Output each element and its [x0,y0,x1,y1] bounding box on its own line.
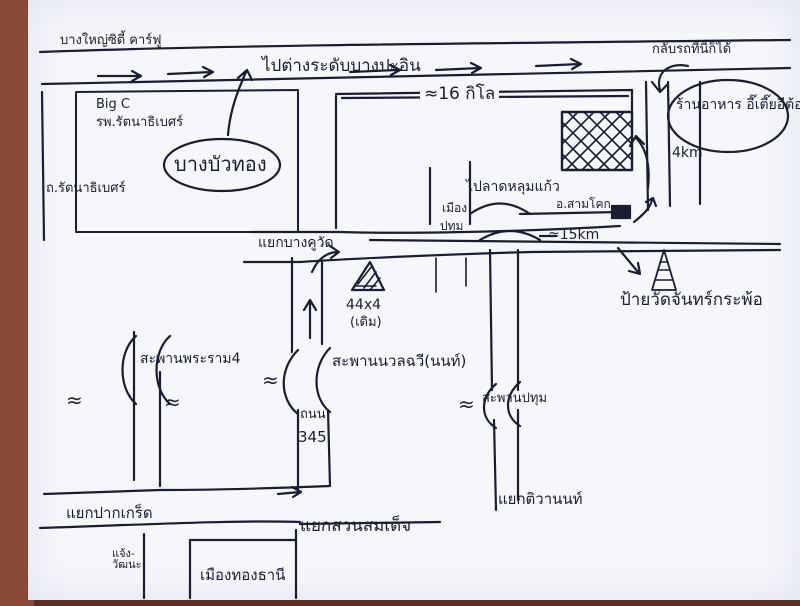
paper-sheet [28,0,800,600]
suan-somdet-underline [298,520,442,526]
label-road-345: 345 [298,428,327,446]
road-345-lower-right [326,408,332,488]
label-u-turn: กลับรถที่นี่ก็ได้ [652,42,732,57]
bang-khu-wat-road-upper [250,224,622,234]
right-road-1 [644,80,650,212]
label-chaeng-wattana: แจ้ง-วัฒนะ [112,547,142,571]
hospital-exit-arrow [226,68,254,137]
nuanchan-bridge-curve-left [282,348,300,416]
label-44x4-note: (เดิม) [350,315,382,330]
nuanchan-bridge-curve-right [315,346,332,414]
label-road: ถนน [300,407,326,422]
pak-kret-road-upper [42,484,332,496]
label-wave: ≈ [66,388,83,412]
pathum-bridge-curve-right [506,380,522,428]
restaurant-oval [666,78,790,154]
label-nuanchan-bridge: สะพานนวลฉวี(นนท์) [332,352,467,370]
sam-khok-road [518,210,622,216]
bang-khu-wat-road-lower [242,248,782,264]
rama4-bridge-curve-right [155,334,172,406]
turn-arrow-bang-khu-wat [310,244,341,274]
bang-bua-thong-oval [162,137,282,193]
label-bang-pa-in: ไปต่างระดับบางปะอิน [262,56,421,76]
label-pathum: ปทุม [440,219,464,233]
rama4-bridge-curve-left [121,334,138,406]
label-wat-sign: ป้ายวัดจันทร์กระพ้อ [620,290,763,310]
right-road-2 [666,80,672,208]
label-wave-left: ≈ [164,390,181,414]
top-highway-lower [40,66,792,86]
label-lat-lum-kaeo: ไปลาดหลุมแก้ว [466,179,560,195]
direction-arrow-5 [534,57,583,71]
direction-arrow-1 [96,69,143,83]
label-4km: 4km [672,145,703,161]
direction-arrow-2 [166,65,215,79]
label-44x4: 44x4 [346,297,382,313]
pak-kret-road-lower [38,520,302,530]
label-pathum-bridge: สะพานปทุม [482,391,548,406]
triangle-hatch [355,265,381,291]
label-mueang: เมือง [442,201,468,215]
arrow-to-destination [628,134,650,190]
pak-kret-arrow [276,485,303,499]
label-sam-khok: อ.สามโคก [556,197,611,211]
u-turn-arrow [650,64,690,94]
direction-arrow-3 [348,63,402,77]
bridge-curve [478,230,542,242]
mueang-pathum-curve [468,202,532,216]
label-wave-mid: ≈ [262,368,279,392]
road-345-arrow [302,298,318,340]
sam-khok-marker [610,204,632,220]
arrow-to-wat [616,246,642,276]
rattanathibet-road-left [40,90,46,242]
label-rama4-bridge: สะพานพระราม4 [140,351,241,367]
label-bangyai-city: บางใหญ่ซิตี้ คาร์ฟู [60,33,162,48]
label-15-km: ≈15km [548,227,600,243]
bang-khu-wat-road-mid [368,238,782,246]
highway-44x4-triangle [350,260,386,292]
pathum-bridge-curve-left [482,382,498,430]
label-rattanathibet-road: ถ.รัตนาธิเบศร์ [46,181,126,196]
direction-arrow-4 [434,61,483,75]
label-bang-bua-thong: บางบัวทอง [174,152,267,176]
label-hospital: รพ.รัตนาธิเบศร์ [96,115,184,130]
pathum-road-lower-left [492,418,498,512]
pathum-road-left [488,248,494,392]
label-restaurant: ร้านอาหาร อี๊เตี๊ยอีต้อย [676,97,800,113]
sam-khok-arrow [632,196,658,224]
label-pak-kret: แยกปากเกร็ด [66,504,153,522]
label-wave-center: ≈ [458,392,475,416]
label-16-km: ≈16 กิโล [420,86,500,103]
label-mueang-thong-thani: เมืองทองธานี [200,566,286,584]
label-suan-somdet: แยกสวนสมเด็จ [300,516,412,536]
label-bang-khu-wat: แยกบางคูวัด [258,235,334,251]
label-big-c: Big C [96,97,130,112]
destination-hatch [561,111,633,171]
label-tiwanon: แยกติวานนท์ [498,490,583,508]
top-highway-upper [38,38,792,54]
